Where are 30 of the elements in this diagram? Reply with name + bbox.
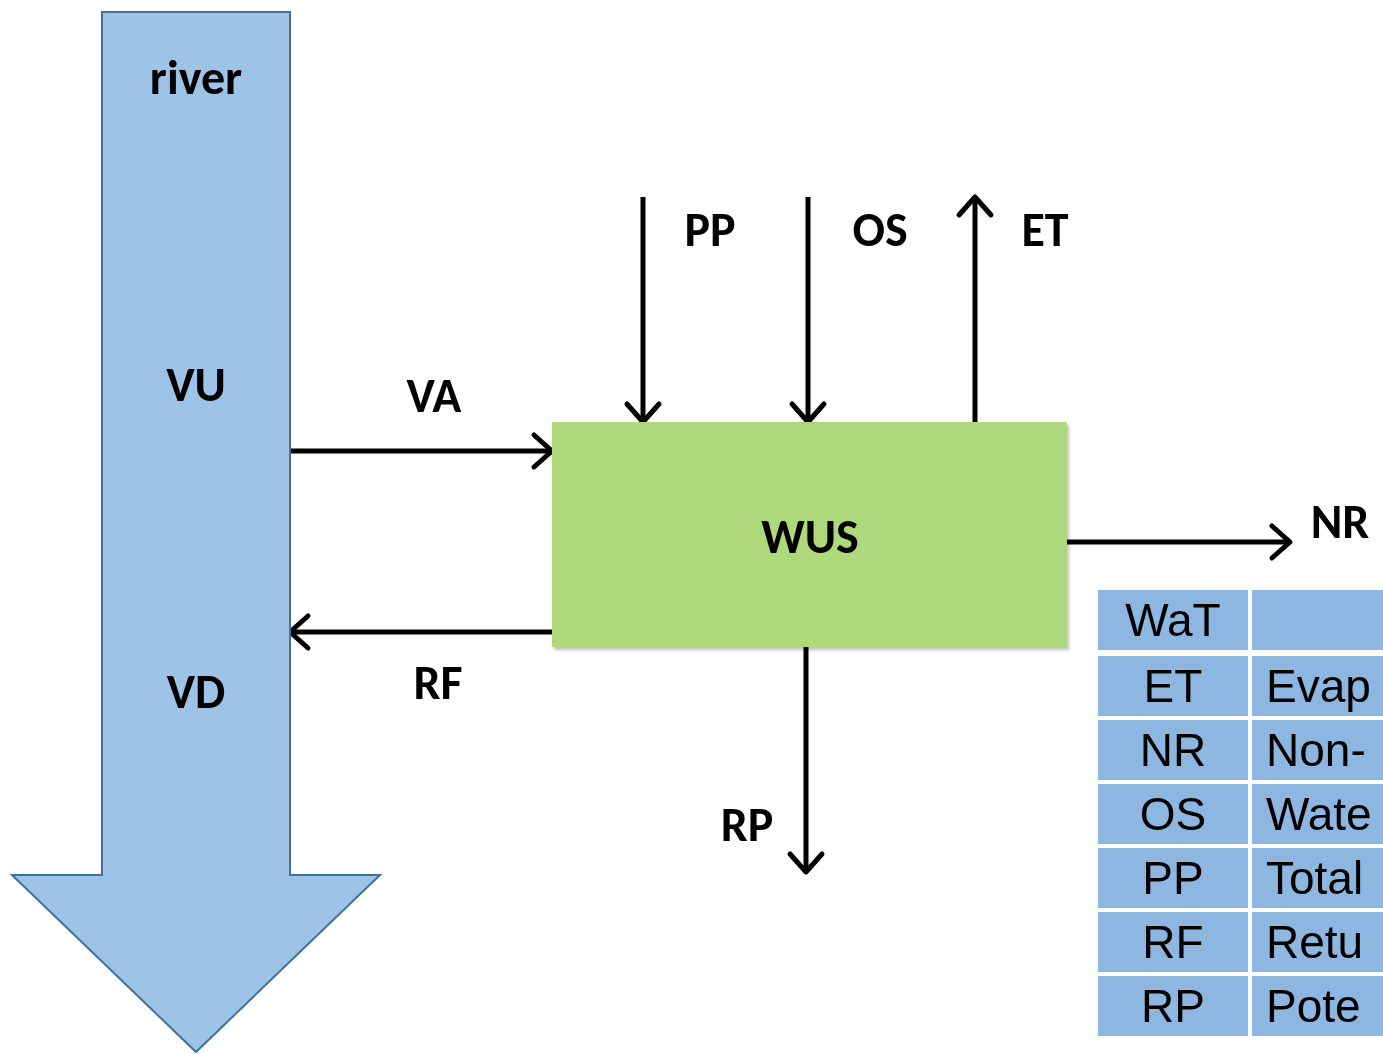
table-cell: ET [1098, 656, 1248, 716]
table-cell: Wate [1252, 784, 1383, 844]
arrow [1067, 523, 1293, 561]
edge-label: PP [684, 206, 736, 254]
table-cell: Pote [1252, 976, 1383, 1036]
box-label: WUS [761, 513, 859, 561]
edge-label: VA [406, 372, 462, 420]
table-cell: OS [1098, 784, 1248, 844]
process-box [552, 422, 1067, 647]
river-label: river [149, 54, 243, 102]
arrow [787, 647, 825, 875]
edge-label: OS [852, 206, 908, 254]
table-cell: PP [1098, 848, 1248, 908]
arrow [789, 197, 827, 425]
edge-label: NR [1310, 498, 1370, 546]
table-cell: Retu [1252, 912, 1383, 972]
table-cell: NR [1098, 720, 1248, 780]
edge-label: RF [413, 659, 463, 707]
edge-label: ET [1021, 206, 1069, 254]
river-label: VD [166, 668, 226, 716]
table-header-cell: WaT [1098, 590, 1248, 650]
table-cell: Evap [1252, 656, 1383, 716]
table-cell: Non- [1252, 720, 1383, 780]
river-label: VU [166, 361, 226, 409]
table-cell: Total [1252, 848, 1383, 908]
arrow [956, 194, 994, 422]
table-cell: RP [1098, 976, 1248, 1036]
arrow [624, 197, 662, 425]
edge-label: RP [720, 801, 774, 849]
table-cell: RF [1098, 912, 1248, 972]
